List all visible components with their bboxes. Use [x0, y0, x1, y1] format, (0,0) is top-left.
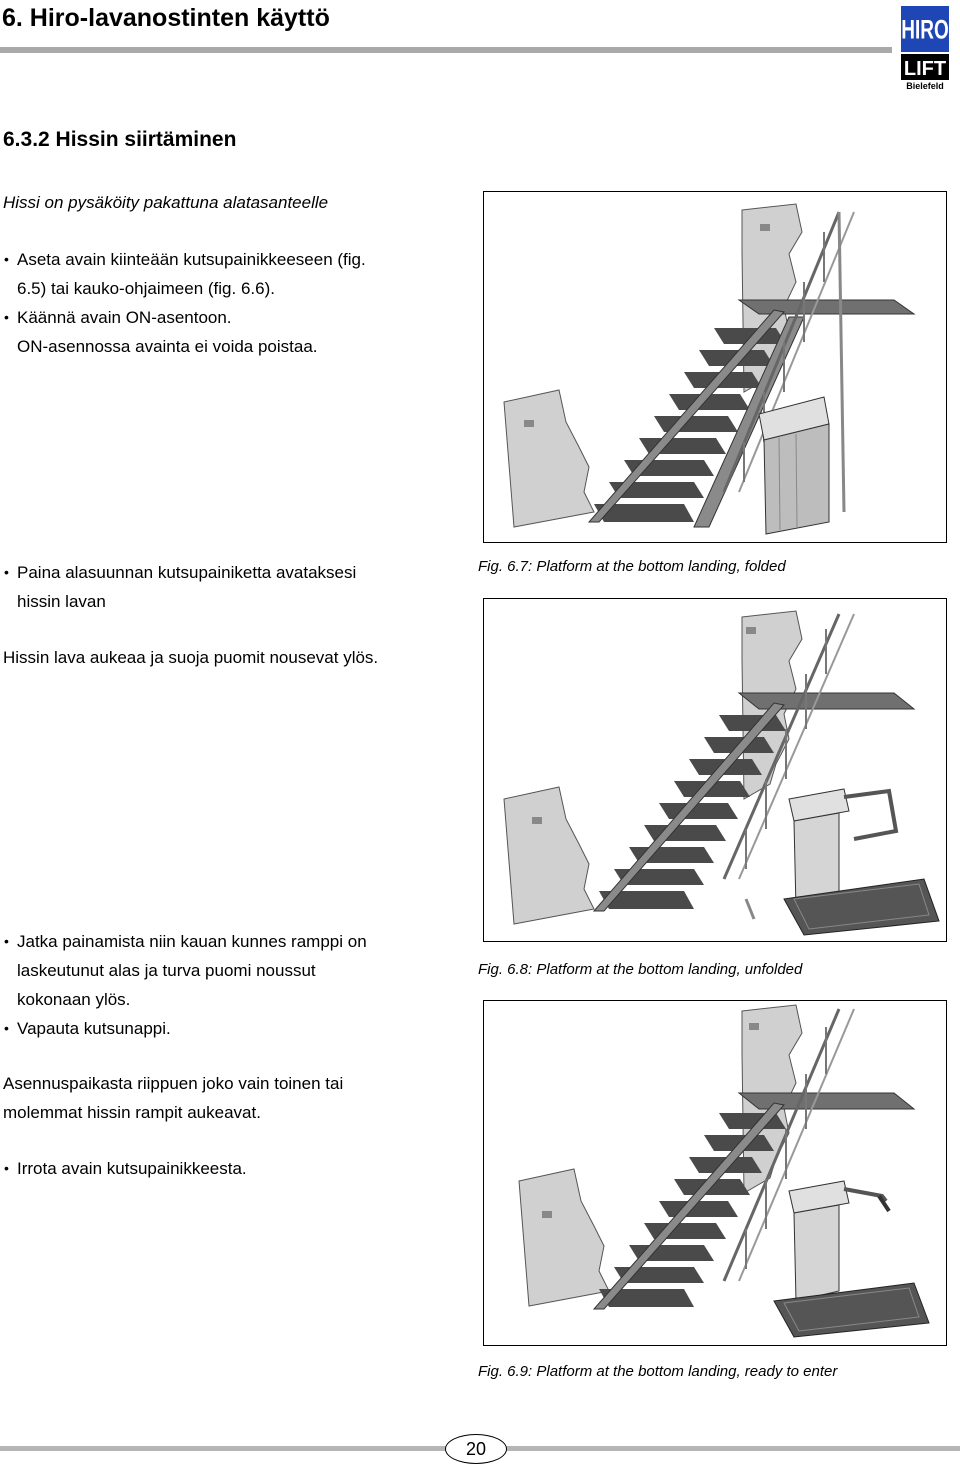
section-title: 6.3.2 Hissin siirtäminen	[3, 128, 237, 151]
step-list-1: Aseta avain kiinteään kutsupainikkeeseen…	[3, 245, 463, 361]
list-item: Aseta avain kiinteään kutsupainikkeeseen…	[3, 245, 463, 303]
logo-text-lift: LIFT	[904, 58, 946, 80]
logo-text-city: Bielefeld	[906, 81, 944, 91]
figure-6-9	[483, 1000, 947, 1346]
list-item: Jatka painamista niin kauan kunnes rampp…	[3, 927, 463, 1014]
figure-6-7	[483, 191, 947, 543]
page-number: 20	[445, 1434, 507, 1464]
line: Paina alasuunnan kutsupainiketta avataks…	[17, 563, 357, 582]
step-list-2: Paina alasuunnan kutsupainiketta avataks…	[3, 558, 463, 616]
figure-caption-6-7: Fig. 6.7: Platform at the bottom landing…	[478, 558, 786, 575]
chapter-title: 6. Hiro-lavanostinten käyttö	[2, 4, 330, 32]
figure-6-8	[483, 598, 947, 942]
header-rule	[0, 47, 892, 53]
line: laskeutunut alas ja turva puomi noussut	[17, 961, 316, 980]
step-list-3: Jatka painamista niin kauan kunnes rampp…	[3, 927, 463, 1043]
logo-text-hiro: HIRO	[901, 14, 948, 44]
stair-lift-illustration-folded	[503, 203, 916, 535]
hiro-lift-logo: HIRO LIFT Bielefeld	[901, 6, 949, 91]
line: Aseta avain kiinteään kutsupainikkeeseen…	[17, 250, 366, 269]
note-text: Asennuspaikasta riippuen joko vain toine…	[3, 1069, 463, 1127]
line: ON-asennossa avainta ei voida poistaa.	[17, 337, 318, 356]
line: molemmat hissin rampit aukeavat.	[3, 1103, 261, 1122]
figure-caption-6-9: Fig. 6.9: Platform at the bottom landing…	[478, 1363, 838, 1380]
line: 6.5) tai kauko-ohjaimeen (fig. 6.6).	[17, 279, 275, 298]
line: Irrota avain kutsupainikkeesta.	[17, 1159, 247, 1178]
list-item: Vapauta kutsunappi.	[3, 1014, 463, 1043]
step-list-4: Irrota avain kutsupainikkeesta.	[3, 1154, 463, 1183]
list-item: Paina alasuunnan kutsupainiketta avataks…	[3, 558, 463, 616]
line: Asennuspaikasta riippuen joko vain toine…	[3, 1074, 344, 1093]
figure-caption-6-8: Fig. 6.8: Platform at the bottom landing…	[478, 961, 803, 978]
line: Vapauta kutsunappi.	[17, 1019, 171, 1038]
line: hissin lavan	[17, 592, 106, 611]
line: kokonaan ylös.	[17, 990, 131, 1009]
list-item: Käännä avain ON-asentoon. ON-asennossa a…	[3, 303, 463, 361]
stair-lift-illustration-unfolded	[503, 610, 940, 936]
line: Jatka painamista niin kauan kunnes rampp…	[17, 932, 367, 951]
result-text: Hissin lava aukeaa ja suoja puomit nouse…	[3, 648, 379, 667]
line: Käännä avain ON-asentoon.	[17, 308, 232, 327]
stair-lift-illustration-ready	[518, 1004, 930, 1338]
list-item: Irrota avain kutsupainikkeesta.	[3, 1154, 463, 1183]
intro-text: Hissi on pysäköity pakattuna alatasantee…	[3, 193, 329, 212]
